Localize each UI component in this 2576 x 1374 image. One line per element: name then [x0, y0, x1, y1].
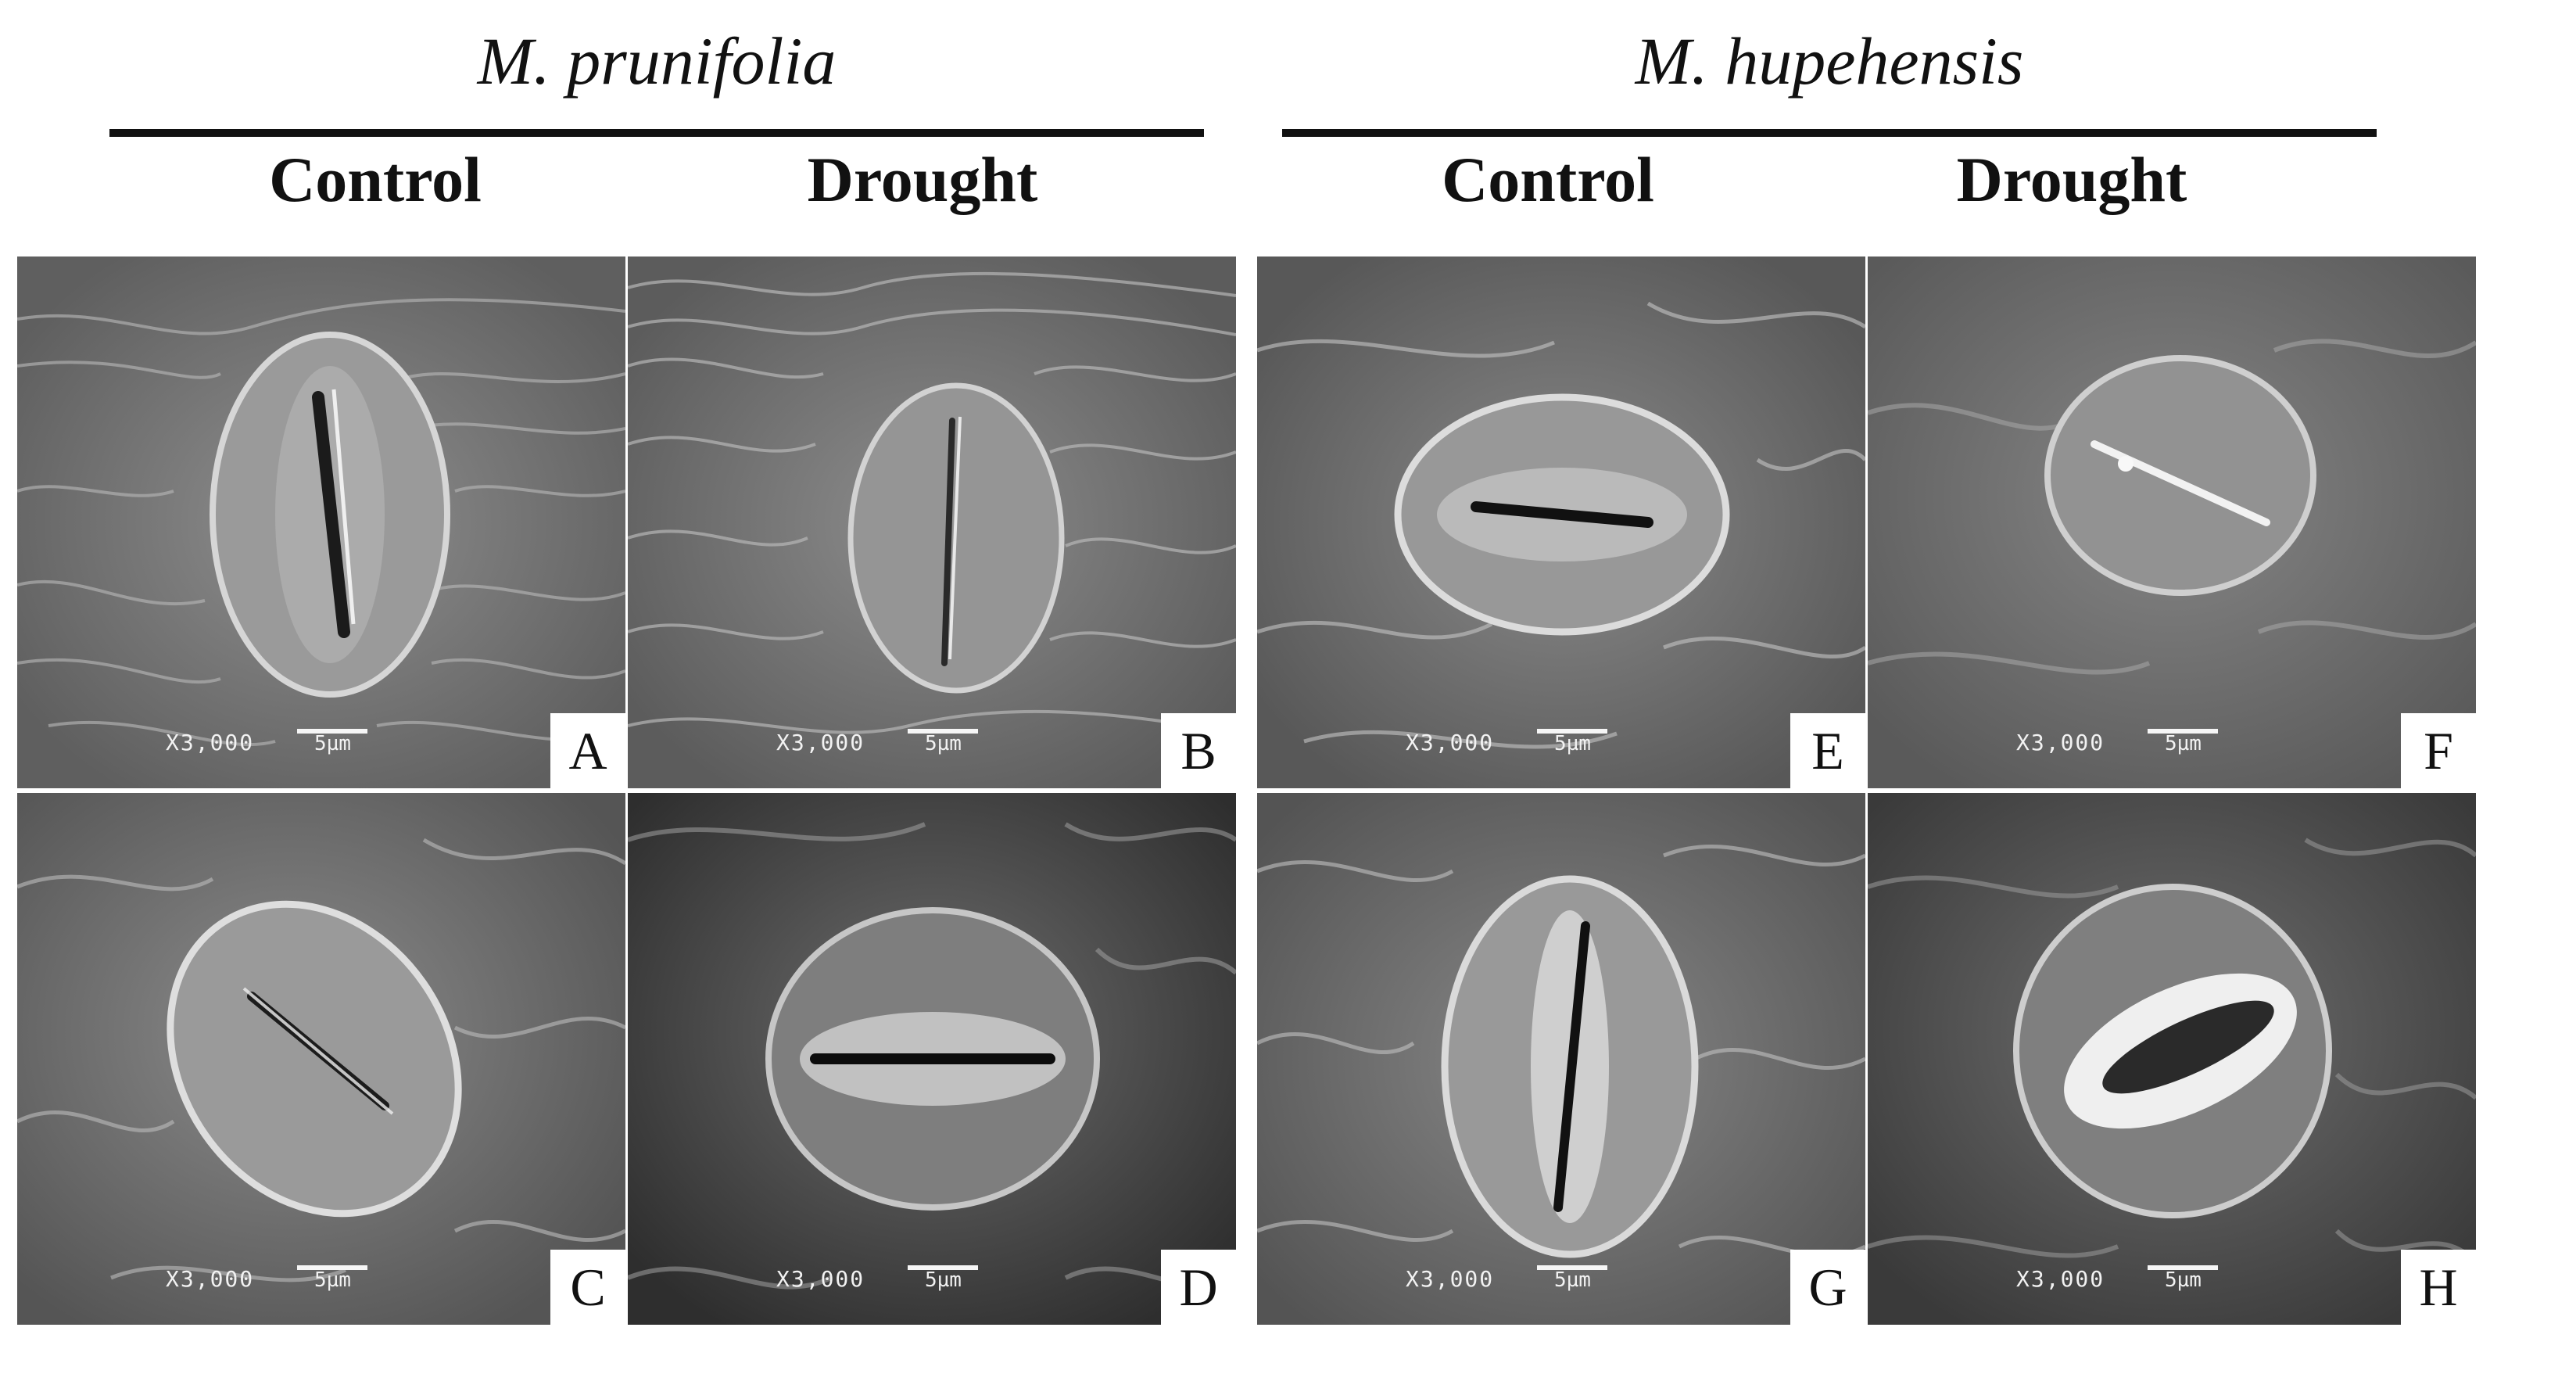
panel-letter: E	[1790, 713, 1865, 788]
condition-label-control: Control	[1442, 144, 1654, 215]
stoma-micrograph	[1868, 257, 2476, 788]
magnification-label: X3,000	[166, 730, 255, 755]
panel-letter: B	[1161, 713, 1236, 788]
micrograph-panel-b: X3,000 5µm B	[628, 257, 1236, 788]
species-title-prunifolia: M. prunifolia	[477, 23, 837, 99]
scale-bar-label: 5µm	[925, 1268, 962, 1292]
stoma-micrograph	[1257, 793, 1865, 1325]
scale-bar	[297, 1265, 367, 1270]
micrograph-panel-f: X3,000 5µm F	[1868, 257, 2476, 788]
scale-bar	[297, 729, 367, 734]
magnification-label: X3,000	[2016, 730, 2105, 755]
micrograph-panel-c: X3,000 5µm C	[17, 793, 625, 1325]
scale-bar	[1537, 1265, 1607, 1270]
stoma-micrograph	[1257, 257, 1865, 788]
scale-bar-label: 5µm	[1554, 732, 1591, 755]
panel-letter: G	[1790, 1250, 1865, 1325]
magnification-label: X3,000	[776, 1266, 865, 1292]
scale-bar	[908, 729, 978, 734]
magnification-label: X3,000	[1406, 1266, 1495, 1292]
scale-bar	[1537, 729, 1607, 734]
scale-bar-label: 5µm	[2165, 732, 2202, 755]
stoma-micrograph	[17, 257, 625, 788]
panel-letter: F	[2401, 713, 2476, 788]
scale-bar-label: 5µm	[1554, 1268, 1591, 1292]
micrograph-panel-e: X3,000 5µm E	[1257, 257, 1865, 788]
scale-bar-label: 5µm	[925, 732, 962, 755]
scale-bar-label: 5µm	[314, 732, 351, 755]
stoma-micrograph	[17, 793, 625, 1325]
stoma-micrograph	[628, 257, 1236, 788]
scale-bar	[2148, 729, 2218, 734]
micrograph-panel-h: X3,000 5µm H	[1868, 793, 2476, 1325]
magnification-label: X3,000	[2016, 1266, 2105, 1292]
species-title-hupehensis: M. hupehensis	[1635, 23, 2024, 99]
panel-letter: A	[550, 713, 625, 788]
panel-letter: H	[2401, 1250, 2476, 1325]
panel-letter: C	[550, 1250, 625, 1325]
stoma-micrograph	[1868, 793, 2476, 1325]
micrograph-panel-d: X3,000 5µm D	[628, 793, 1236, 1325]
header-rule-hupehensis	[1282, 129, 2377, 137]
micrograph-panel-a: X3,000 5µm A	[17, 257, 625, 788]
magnification-label: X3,000	[776, 730, 865, 755]
magnification-label: X3,000	[1406, 730, 1495, 755]
header-rule-prunifolia	[109, 129, 1204, 137]
condition-label-drought: Drought	[807, 144, 1038, 215]
magnification-label: X3,000	[166, 1266, 255, 1292]
scale-bar	[908, 1265, 978, 1270]
micrograph-panel-g: X3,000 5µm G	[1257, 793, 1865, 1325]
scale-bar	[2148, 1265, 2218, 1270]
stoma-micrograph	[628, 793, 1236, 1325]
condition-label-drought: Drought	[1956, 144, 2187, 215]
condition-label-control: Control	[269, 144, 482, 215]
panel-letter: D	[1161, 1250, 1236, 1325]
scale-bar-label: 5µm	[314, 1268, 351, 1292]
scale-bar-label: 5µm	[2165, 1268, 2202, 1292]
